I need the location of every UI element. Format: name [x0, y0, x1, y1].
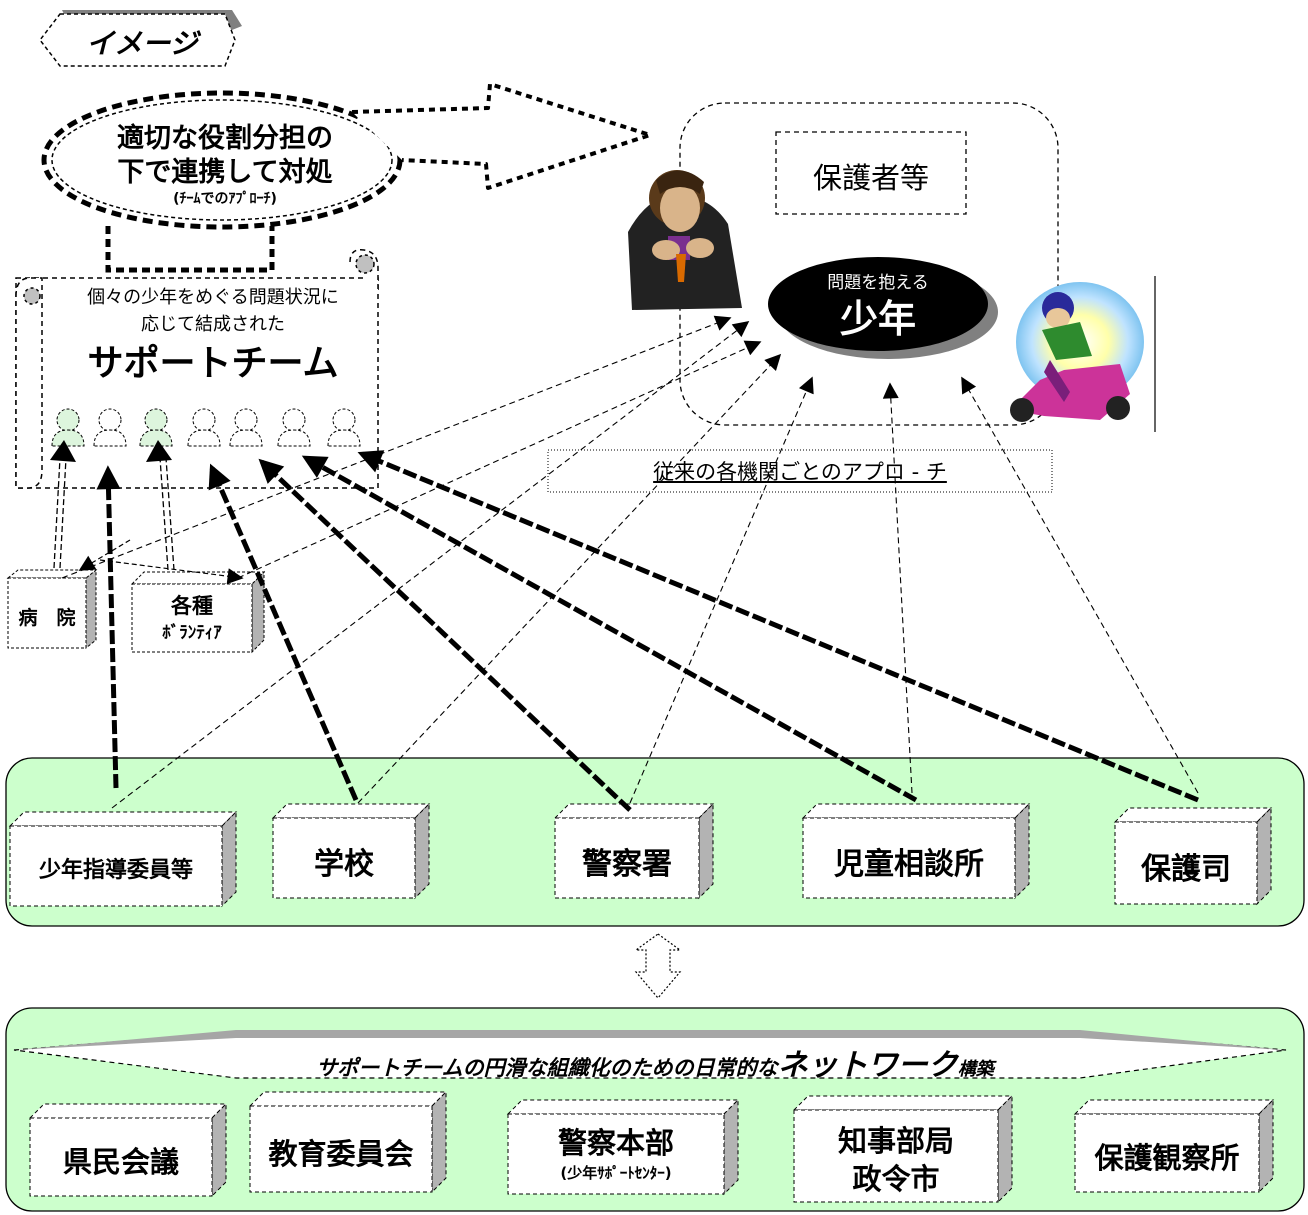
double-arrow — [634, 933, 682, 999]
image-label: イメージ — [86, 27, 198, 60]
team-to-hospital-arrow — [78, 539, 131, 571]
image-label-badge — [39, 10, 242, 67]
org-label: 知事部局 — [837, 1124, 954, 1158]
team-members — [51, 408, 361, 447]
team-arrows — [96, 450, 1199, 812]
org-sublabel: (少年ｻﾎﾟｰﾄｾﾝﾀｰ) — [560, 1164, 672, 1182]
youth-ellipse — [768, 257, 998, 359]
prefectural-council-box — [28, 1102, 228, 1198]
hospital-label: 病 院 — [18, 607, 76, 629]
org-label: 警察本部 — [557, 1126, 674, 1160]
approach-to-team-connector — [105, 226, 275, 273]
banner-emph: ネットワーク — [777, 1048, 958, 1083]
police-hq-box — [506, 1098, 740, 1196]
youth-label: 少年 — [839, 297, 916, 341]
approach-line1: 適切な役割分担の — [117, 123, 333, 154]
agency-label: 児童相談所 — [834, 847, 984, 883]
team-member-figure — [327, 408, 361, 447]
org-label: 保護観察所 — [1094, 1141, 1240, 1175]
support-team-caption2: 応じて結成された — [141, 314, 285, 335]
troubled-man-clipart — [628, 170, 742, 310]
side-arrowheads — [50, 440, 172, 462]
approach-line3: (ﾁｰﾑでのｱﾌﾟﾛｰﾁ) — [173, 191, 277, 207]
probation-volunteer-box — [1113, 806, 1273, 906]
agency-label: 学校 — [314, 847, 374, 883]
team-member-figure — [51, 408, 85, 447]
team-member-figure — [93, 408, 127, 447]
support-team-scroll — [15, 249, 379, 489]
side-connectors — [53, 457, 175, 571]
conventional-approach-label: 従来の各機関ごとのアプロ - チ — [653, 460, 947, 484]
org-label: 県民会議 — [62, 1145, 179, 1179]
youth-guidance-box — [8, 810, 238, 908]
agency-label: 保護司 — [1141, 852, 1231, 888]
team-approach-ellipse — [41, 90, 403, 230]
volunteer-label2: ﾎﾞﾗﾝﾃｨｱ — [162, 623, 222, 643]
approach-arrow-right — [351, 82, 652, 190]
youth-caption: 問題を抱える — [827, 273, 929, 293]
network-banner-text: サポートチームの円滑な組織化のための日常的なネットワーク構築 — [60, 1040, 1250, 1084]
guardian-label: 保護者等 — [812, 161, 929, 195]
banner-prefix: サポートチームの円滑な組織化のための日常的な — [316, 1056, 778, 1080]
probation-office-box — [1073, 1098, 1275, 1194]
banner-suffix: 構築 — [957, 1059, 994, 1080]
scooter-rider-clipart — [1010, 276, 1156, 432]
team-member-figure — [229, 408, 263, 447]
support-team-title: サポートチーム — [87, 343, 339, 384]
agency-label: 警察署 — [582, 847, 672, 883]
school-box — [271, 802, 431, 900]
board-of-education-box — [248, 1090, 448, 1194]
team-member-figure — [277, 408, 311, 447]
guardian-box — [775, 131, 967, 215]
approach-line2: 下で連携して対処 — [117, 157, 333, 188]
conventional-arrows — [61, 315, 1199, 809]
agency-label: 少年指導委員等 — [38, 858, 193, 884]
conventional-approach-box — [547, 449, 1053, 493]
hospital-box — [6, 568, 98, 650]
org-label-line2: 政令市 — [852, 1162, 940, 1196]
child-guidance-box — [801, 802, 1031, 900]
governor-dept-box — [792, 1094, 1014, 1204]
org-label: 教育委員会 — [268, 1137, 414, 1171]
volunteer-label1: 各種 — [171, 594, 213, 618]
support-team-caption1: 個々の少年をめぐる問題状況に — [87, 287, 339, 308]
police-station-box — [553, 802, 715, 900]
network-banner — [13, 1030, 1287, 1079]
team-member-figure — [139, 408, 173, 447]
team-member-figure — [187, 408, 221, 447]
